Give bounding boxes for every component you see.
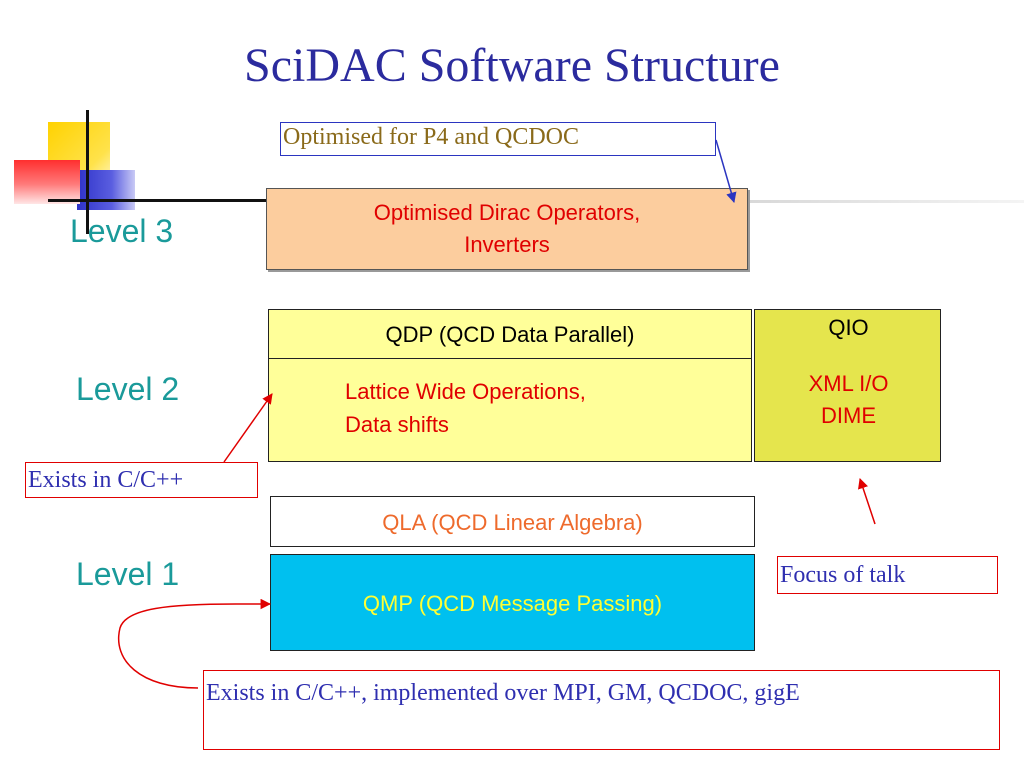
slide-title: SciDAC Software Structure — [244, 39, 780, 92]
qmp-box: QMP (QCD Message Passing) — [270, 554, 755, 651]
dirac-operators-box: Optimised Dirac Operators, Inverters — [266, 188, 748, 270]
level-2-label: Level 2 — [76, 371, 180, 407]
focus-of-talk-note: Focus of talk — [777, 556, 998, 594]
exists-in-c-note: Exists in C/C++ — [25, 462, 258, 498]
header-rule — [745, 200, 1024, 203]
qio-box: QIO XML I/O DIME — [754, 309, 941, 462]
logo-vertical-line — [86, 110, 89, 234]
logo-horizontal-line — [48, 199, 273, 202]
qdp-body-box: Lattice Wide Operations, Data shifts — [268, 358, 752, 462]
arrow-exists-to-qdp — [223, 393, 273, 463]
level-3-label: Level 3 — [70, 213, 174, 249]
dirac-line-1: Optimised Dirac Operators, — [373, 200, 641, 225]
level-1-label: Level 1 — [76, 556, 180, 592]
qla-box: QLA (QCD Linear Algebra) — [270, 496, 755, 547]
qdp-body-line-2: Data shifts — [345, 412, 449, 437]
logo-red-square — [14, 160, 80, 204]
arrow-focus-to-qio — [858, 478, 876, 525]
qio-line-1: XML I/O — [808, 371, 889, 396]
dirac-line-2: Inverters — [464, 232, 550, 257]
qio-formats: XML I/O DIME — [755, 368, 942, 432]
qdp-body-line-1: Lattice Wide Operations, — [345, 379, 586, 404]
qio-line-2: DIME — [821, 403, 876, 428]
qdp-header-box: QDP (QCD Data Parallel) — [268, 309, 752, 359]
implemented-over-note: Exists in C/C++, implemented over MPI, G… — [203, 670, 1000, 750]
qio-title: QIO — [828, 315, 869, 340]
p4-qcdoc-note: Optimised for P4 and QCDOC — [280, 122, 716, 156]
